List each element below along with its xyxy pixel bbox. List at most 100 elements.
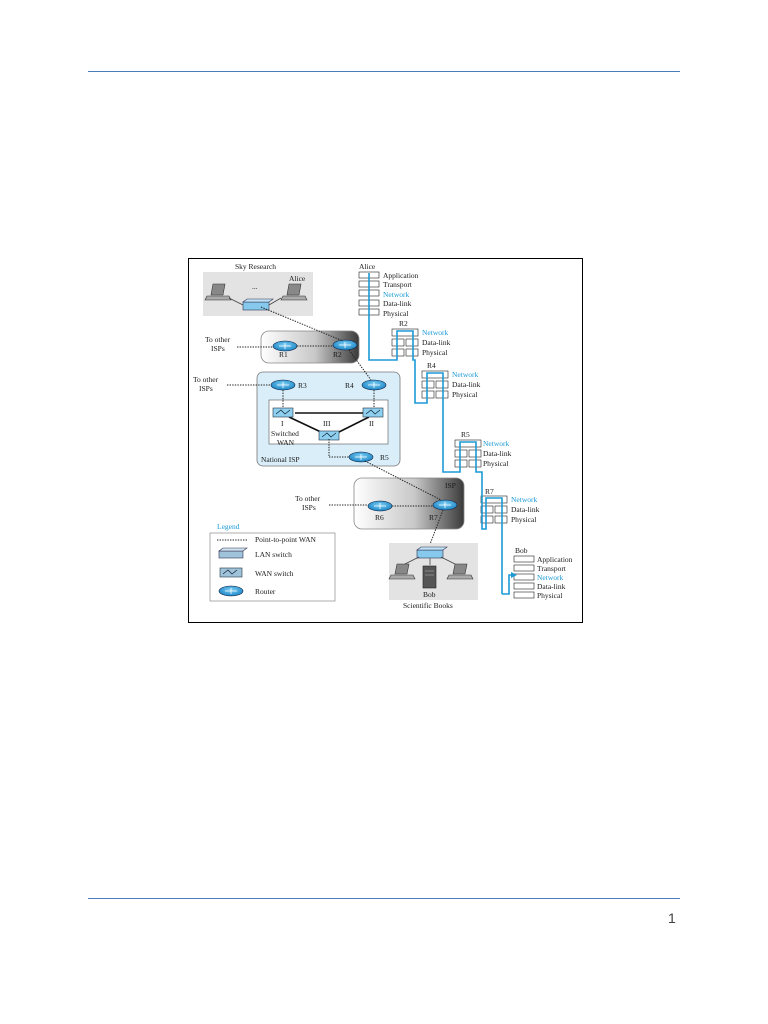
layer-physical-label: Physical: [483, 459, 508, 468]
laptop-icon: [280, 283, 308, 301]
isps-label: ISPs: [302, 503, 316, 512]
wan-switch-icon: [362, 407, 384, 418]
p2p-wan-link: [364, 460, 442, 501]
layer-physical-label: Physical: [511, 515, 536, 524]
router-icon: [361, 379, 387, 391]
layer-physical-label: Physical: [452, 390, 477, 399]
layer-network-label: Network: [483, 439, 509, 448]
layer-application-label: Application: [537, 555, 573, 564]
r2-label: R2: [333, 350, 342, 359]
router-icon: [367, 500, 393, 512]
legend-lan-switch-label: LAN switch: [255, 550, 292, 559]
wan-switch-icon: [272, 407, 294, 418]
lan-link: [440, 556, 458, 566]
switch-ii-label: II: [369, 419, 374, 428]
legend-title: Legend: [217, 522, 240, 531]
laptop-icon: [388, 563, 416, 580]
layer-physical-label: Physical: [383, 309, 408, 318]
to-other-isps-label: To other: [193, 375, 219, 384]
laptop-icon: [204, 283, 232, 301]
network-diagram: Sky Research Alice ... To other ISPs R1 …: [193, 262, 573, 610]
r7-protocol-stack: [480, 495, 508, 524]
r4-label: R4: [345, 381, 354, 390]
layer-network-label: Network: [422, 328, 448, 337]
wan-link: [336, 416, 370, 434]
layer-datalink-label: Data-link: [537, 582, 566, 591]
router-icon: [332, 339, 358, 351]
p2p-wan-link: [428, 509, 444, 548]
isps-label: ISPs: [211, 344, 225, 353]
legend-wan-switch-label: WAN switch: [255, 569, 294, 578]
layer-datalink-label: Data-link: [422, 338, 451, 347]
header-rule: [88, 71, 680, 72]
sky-research-label: Sky Research: [235, 262, 276, 271]
layer-datalink-label: Data-link: [483, 449, 512, 458]
router-icon: [270, 379, 296, 391]
page-number: 1: [668, 910, 676, 926]
r5-protocol-stack: [454, 439, 482, 468]
to-other-isps-label: To other: [205, 335, 231, 344]
wan-link: [288, 416, 324, 434]
lan-switch-icon: [218, 547, 248, 559]
layer-network-label: Network: [383, 290, 409, 299]
layer-transport-label: Transport: [537, 564, 567, 573]
router-icon: [218, 585, 244, 597]
wan-switch-icon: [219, 567, 243, 578]
lan-link: [228, 297, 244, 306]
scientific-books-label: Scientific Books: [403, 601, 453, 610]
layer-datalink-label: Data-link: [511, 505, 540, 514]
isps-label: ISPs: [199, 384, 213, 393]
r5-label: R5: [380, 453, 389, 462]
bob-protocol-stack: [513, 555, 535, 599]
alice-lan-label: Alice: [289, 274, 306, 283]
r6-label: R6: [375, 513, 384, 522]
layer-network-label: Network: [452, 370, 478, 379]
r7-label: R7: [429, 513, 438, 522]
r2-stack-title: R2: [399, 319, 408, 328]
layer-network-label: Network: [537, 573, 563, 582]
bob-host-label: Bob: [423, 590, 436, 599]
r1-label: R1: [279, 350, 288, 359]
alice-stack-title: Alice: [359, 262, 376, 271]
r2-protocol-stack: [391, 328, 419, 357]
router-icon: [432, 499, 458, 511]
wan-switch-icon: [318, 430, 340, 441]
switch-i-label: I: [281, 419, 284, 428]
layer-network-label: Network: [511, 495, 537, 504]
router-icon: [348, 451, 374, 463]
p2p-wan-link: [260, 306, 344, 342]
national-isp-label: National ISP: [261, 455, 300, 464]
server-icon: [422, 565, 437, 589]
r4-stack-title: R4: [427, 361, 436, 370]
ellipsis-label: ...: [252, 282, 258, 291]
layer-physical-label: Physical: [537, 591, 562, 600]
layer-physical-label: Physical: [422, 348, 447, 357]
p2p-wan-link: [348, 349, 372, 381]
layer-application-label: Application: [383, 271, 419, 280]
r3-label: R3: [298, 381, 307, 390]
network-figure: Sky Research Alice ... To other ISPs R1 …: [188, 258, 583, 623]
legend-router-label: Router: [255, 587, 276, 596]
r4-protocol-stack: [421, 370, 449, 399]
local-isp-box: [353, 477, 465, 530]
lan-link: [402, 556, 420, 566]
packet-path: [368, 273, 503, 594]
wan-label: WAN: [277, 438, 295, 447]
layer-datalink-label: Data-link: [452, 380, 481, 389]
legend-p2p-label: Point-to-point WAN: [255, 535, 316, 544]
packet-path: [502, 574, 514, 595]
lan-switch-icon: [242, 298, 274, 311]
laptop-icon: [446, 563, 474, 580]
arrow-head-icon: [511, 572, 517, 578]
switched-label: Switched: [271, 429, 299, 438]
r7-stack-title: R7: [485, 487, 494, 496]
layer-datalink-label: Data-link: [383, 299, 412, 308]
bob-stack-title: Bob: [515, 546, 528, 555]
switch-iii-label: III: [323, 419, 331, 428]
isp-label: ISP: [445, 481, 456, 490]
lan-switch-icon: [416, 546, 448, 559]
to-other-isps-label: To other: [295, 494, 321, 503]
layer-transport-label: Transport: [383, 280, 413, 289]
r5-stack-title: R5: [461, 430, 470, 439]
footer-rule: [88, 898, 680, 899]
